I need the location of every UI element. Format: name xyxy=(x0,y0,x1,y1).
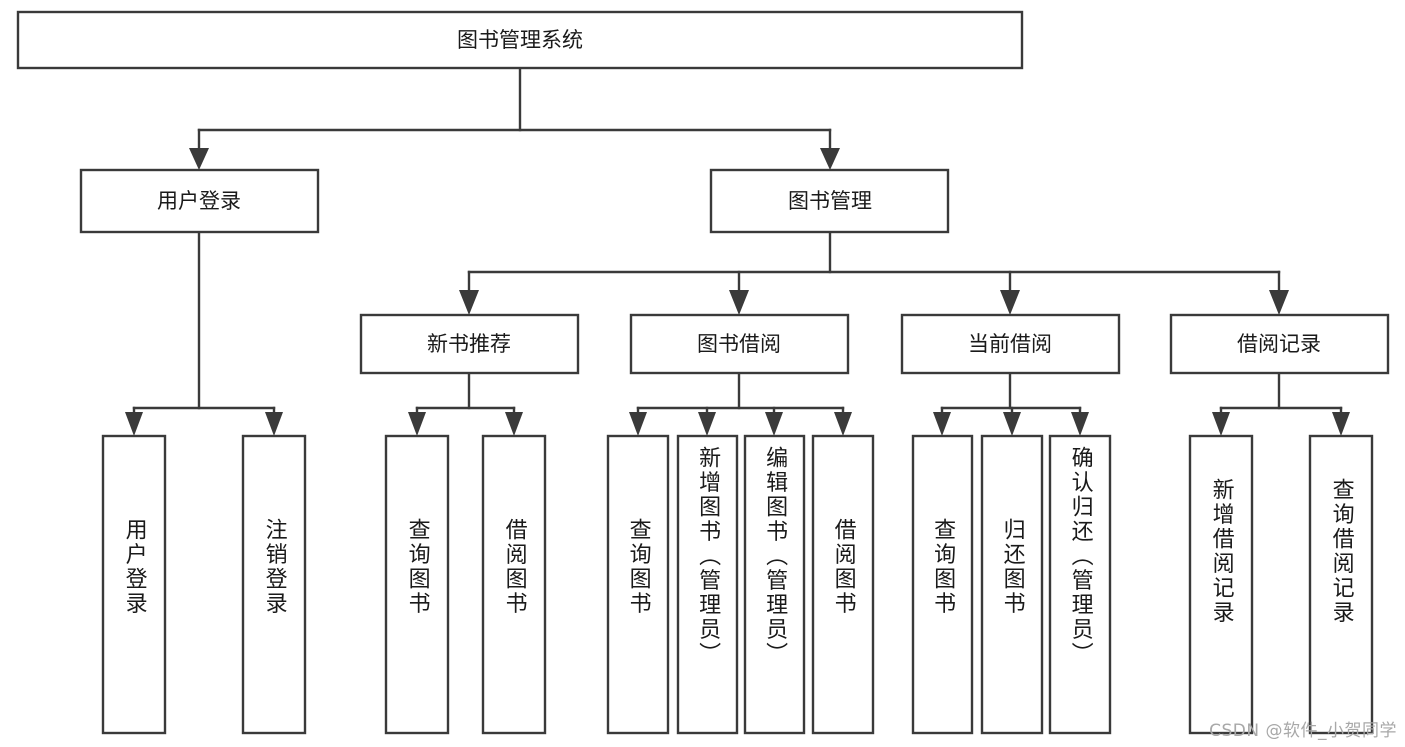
connector-group-newbookrec xyxy=(408,371,523,436)
arrow-head-query-book-2 xyxy=(629,412,647,436)
node-borrow-record-label: 借阅记录 xyxy=(1237,332,1321,356)
arrow-head-confirm-return xyxy=(1071,412,1089,436)
leaf-return-book-rect[interactable] xyxy=(980,434,1044,735)
arrow-head-query-book-3 xyxy=(933,412,951,436)
arrow-head-return-book xyxy=(1003,412,1021,436)
leaf-logout-rect[interactable] xyxy=(241,434,307,735)
leaf-confirm-return-rect[interactable] xyxy=(1048,434,1112,735)
arrow-head-edit-book xyxy=(765,412,783,436)
node-user-login[interactable]: 用户登录 xyxy=(79,168,320,234)
leaf-add-book-rect[interactable] xyxy=(676,434,739,735)
leaf-query-book-1-rect[interactable] xyxy=(384,434,450,735)
connector-group-currentborrow xyxy=(933,371,1089,436)
csdn-watermark: CSDN @软件_小贺同学 xyxy=(1209,721,1397,741)
arrow-head-query-book-1 xyxy=(408,412,426,436)
node-user-login-label: 用户登录 xyxy=(157,189,241,213)
leaf-query-book-3-rect[interactable] xyxy=(911,434,974,735)
node-book-borrow-label: 图书借阅 xyxy=(697,332,781,356)
arrow-head-add-record xyxy=(1212,412,1230,436)
leaf-query-record-rect[interactable] xyxy=(1308,434,1374,735)
arrow-head-logout-leaf xyxy=(265,412,283,436)
connector-group-bookborrow xyxy=(629,371,852,436)
arrow-head-userlogin xyxy=(189,148,209,170)
node-borrow-record-rect[interactable] xyxy=(1169,313,1390,375)
connector-group-borrowrecord xyxy=(1212,371,1350,436)
connector-group-root xyxy=(189,66,840,170)
leaf-user-login-rect[interactable] xyxy=(101,434,167,735)
node-new-book-rec-rect[interactable] xyxy=(359,313,580,375)
node-borrow-record[interactable]: 借阅记录 xyxy=(1169,313,1390,375)
arrow-head-borrow-record xyxy=(1269,290,1289,315)
node-current-borrow-label: 当前借阅 xyxy=(968,332,1052,356)
node-book-borrow[interactable]: 图书借阅 xyxy=(629,313,850,375)
arrow-head-current-borrow xyxy=(1000,290,1020,315)
node-book-manage-label: 图书管理 xyxy=(788,189,872,213)
node-root-rect[interactable] xyxy=(16,10,1024,70)
connector-group-userlogin xyxy=(125,230,283,436)
node-root-label: 图书管理系统 xyxy=(457,28,583,52)
leaf-borrow-book-1-rect[interactable] xyxy=(481,434,547,735)
arrow-head-borrow-book-2 xyxy=(834,412,852,436)
node-current-borrow[interactable]: 当前借阅 xyxy=(900,313,1121,375)
arrow-head-book-borrow xyxy=(729,290,749,315)
arrow-head-borrow-book-1 xyxy=(505,412,523,436)
leaf-borrow-book-2-rect[interactable] xyxy=(811,434,875,735)
arrow-head-bookmanage xyxy=(820,148,840,170)
leaf-boxes xyxy=(101,434,1374,735)
leaf-query-book-2-rect[interactable] xyxy=(606,434,670,735)
arrow-head-add-book xyxy=(698,412,716,436)
arrow-head-new-book-rec xyxy=(459,290,479,315)
arrow-head-query-record xyxy=(1332,412,1350,436)
node-user-login-rect[interactable] xyxy=(79,168,320,234)
leaf-edit-book-rect[interactable] xyxy=(743,434,806,735)
node-book-manage-rect[interactable] xyxy=(709,168,950,234)
node-root[interactable]: 图书管理系统 xyxy=(16,10,1024,70)
node-book-borrow-rect[interactable] xyxy=(629,313,850,375)
arrow-head-user-login-leaf xyxy=(125,412,143,436)
connector-group-bookmanage xyxy=(459,230,1289,315)
leaf-add-record-rect[interactable] xyxy=(1188,434,1254,735)
node-book-manage[interactable]: 图书管理 xyxy=(709,168,950,234)
node-current-borrow-rect[interactable] xyxy=(900,313,1121,375)
node-new-book-rec[interactable]: 新书推荐 xyxy=(359,313,580,375)
node-new-book-rec-label: 新书推荐 xyxy=(427,332,511,356)
